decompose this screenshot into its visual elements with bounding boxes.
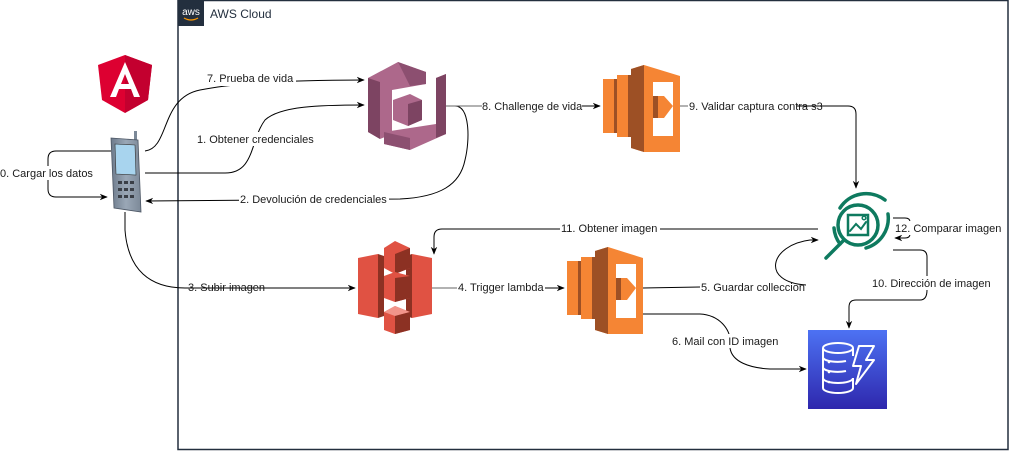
aws-cloud-title: AWS Cloud	[210, 7, 272, 21]
aws-logo-icon	[178, 0, 204, 26]
label-10: 10. Dirección de imagen	[872, 278, 991, 290]
label-4: 4. Trigger lambda	[458, 282, 544, 294]
s3-icon[interactable]	[358, 241, 432, 334]
lambda-bottom-icon[interactable]	[567, 247, 643, 334]
edges	[47, 76, 928, 369]
edge-1-obtener-credenciales[interactable]	[145, 101, 365, 174]
aws-cloud-border	[177, 0, 1009, 451]
rekognition-icon[interactable]	[824, 191, 891, 260]
label-2: 2. Devolución de credenciales	[240, 194, 387, 206]
edge-2-devolucion-credenciales[interactable]	[145, 105, 469, 205]
dynamodb-icon[interactable]	[808, 330, 887, 409]
edge-3-subir-imagen[interactable]	[124, 212, 356, 292]
label-12: 12. Comparar imagen	[895, 223, 1001, 235]
label-6: 6. Mail con ID imagen	[672, 336, 778, 348]
cognito-icon[interactable]	[368, 62, 446, 150]
edge-5-guardar-coleccion[interactable]	[642, 240, 818, 289]
edge-9-validar-captura[interactable]	[797, 105, 860, 189]
label-3: 3. Subir imagen	[188, 282, 265, 294]
label-11: 11. Obtener imagen	[561, 223, 657, 235]
edge-7-prueba-vida[interactable]	[144, 76, 365, 152]
mobile-phone-icon[interactable]	[110, 131, 142, 213]
label-5: 5. Guardar colleccion	[701, 282, 805, 294]
aws-cloud-group: aws AWS Cloud	[177, 0, 1009, 451]
aws-logo-text: aws	[182, 7, 200, 18]
label-0: 0. Cargar los datos	[0, 168, 93, 180]
label-9: 9. Validar captura contra s3	[689, 101, 823, 113]
aws-smile-icon	[183, 17, 199, 21]
label-7: 7. Prueba de vida	[207, 73, 294, 85]
angular-logo-icon	[98, 55, 152, 113]
edge-10-direccion-imagen[interactable]	[849, 249, 928, 328]
edge-labels: 0. Cargar los datos 7. Prueba de vida 1.…	[0, 72, 1004, 348]
label-8: 8. Challenge de vida	[482, 101, 583, 113]
lambda-top-icon[interactable]	[603, 65, 680, 152]
label-1: 1. Obtener credenciales	[197, 134, 314, 146]
edge-11-obtener-imagen[interactable]	[430, 228, 818, 255]
